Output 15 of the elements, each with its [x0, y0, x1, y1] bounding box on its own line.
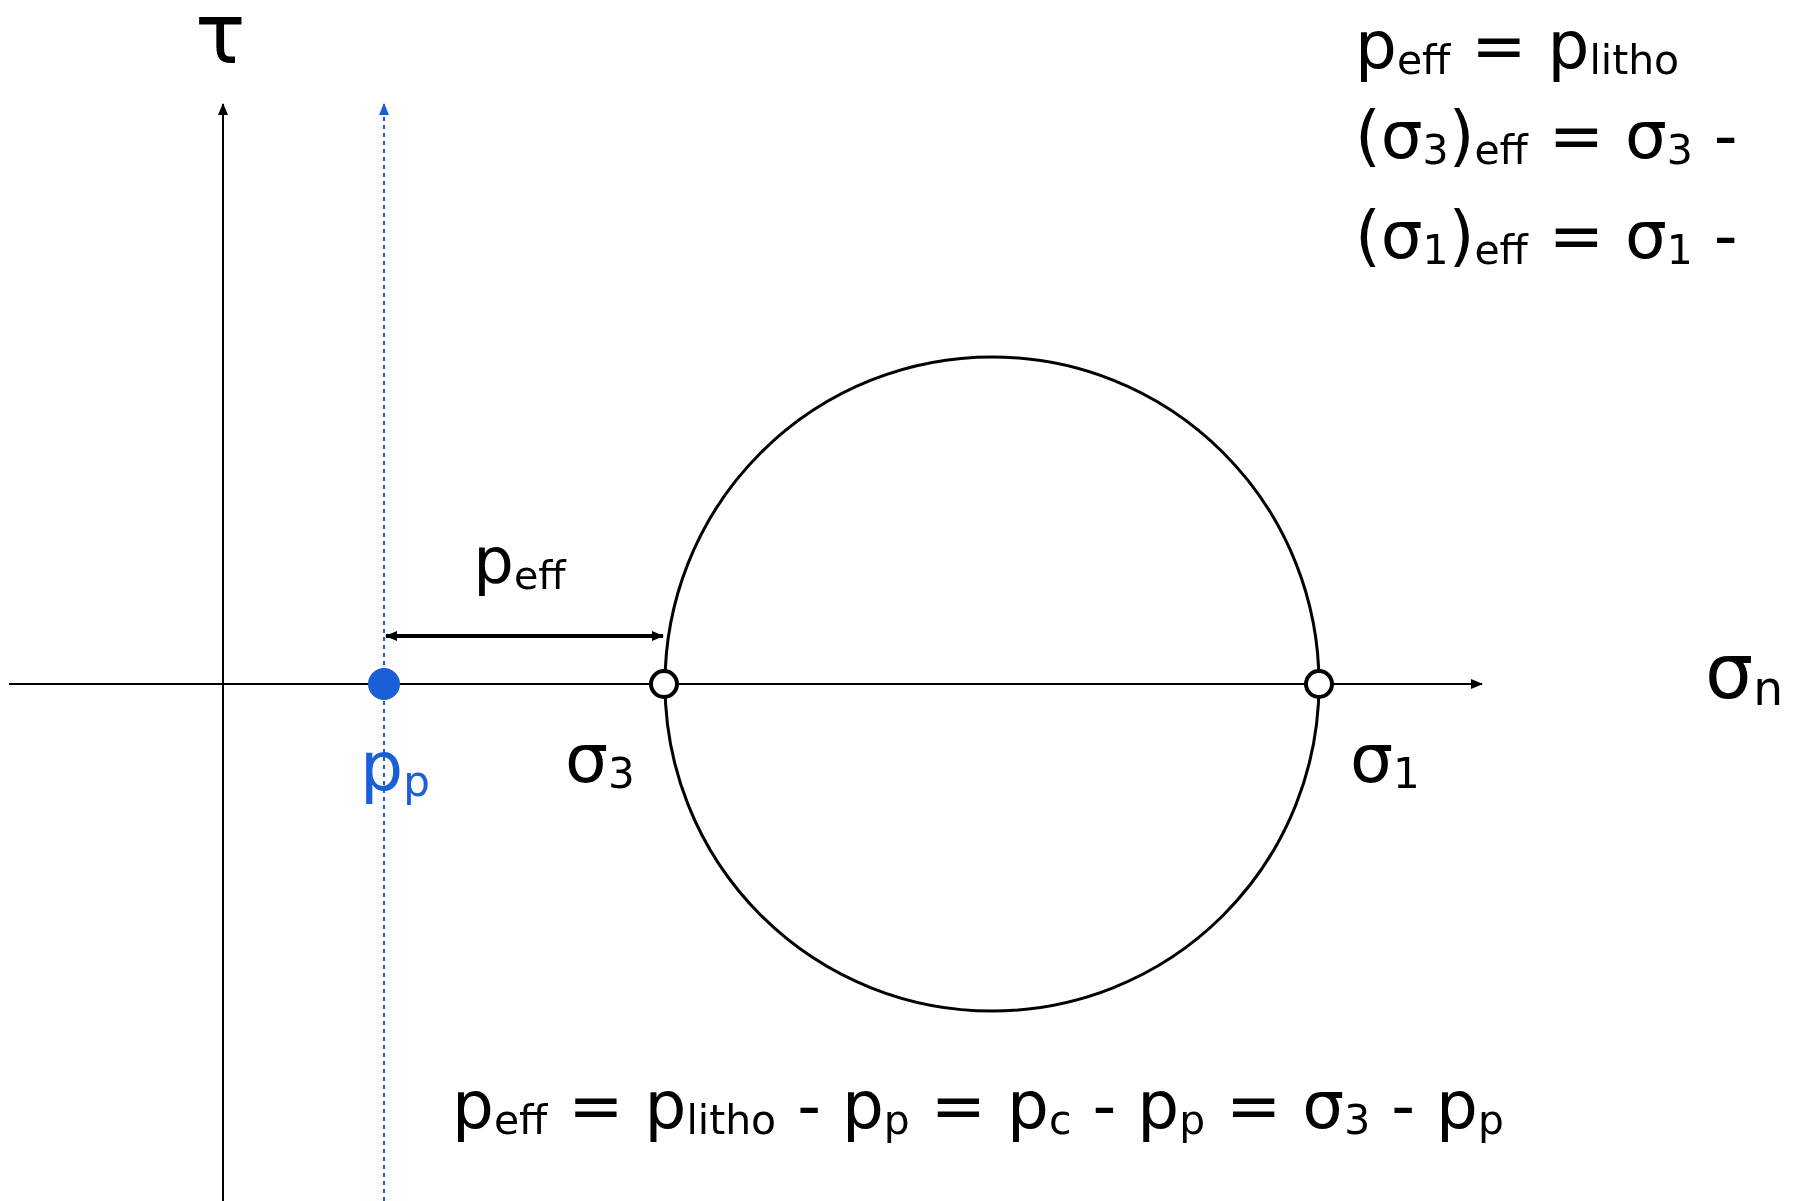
point-label: σ$_{3}$ [565, 722, 635, 798]
double-arrow [385, 631, 664, 641]
axis-label: σ$_{n}$ [1705, 630, 1784, 715]
stress-point [1304, 669, 1334, 699]
formula: p$_{eff}$ = p$_{litho}$ [1355, 10, 1680, 84]
pore-pressure-point [368, 668, 400, 700]
point-label: p$_{p}$ [360, 730, 430, 806]
mohr-circle [663, 355, 1321, 1013]
formula: (σ$_{1}$)$_{eff}$ = σ$_{1}$ - [1355, 200, 1738, 274]
point-label: σ$_{1}$ [1350, 722, 1420, 798]
formula: (σ$_{3}$)$_{eff}$ = σ$_{3}$ - [1355, 100, 1738, 174]
stress-point [649, 669, 679, 699]
axis-label: τ [195, 0, 246, 81]
equation: p$_{eff}$ = p$_{litho}$ - p$_{p}$ = p$_{c}$ - p$_{p}$ = σ$_{3}$ - p$_{p}$ [452, 1070, 1504, 1144]
edge-label: p$_{eff}$ [473, 526, 566, 598]
